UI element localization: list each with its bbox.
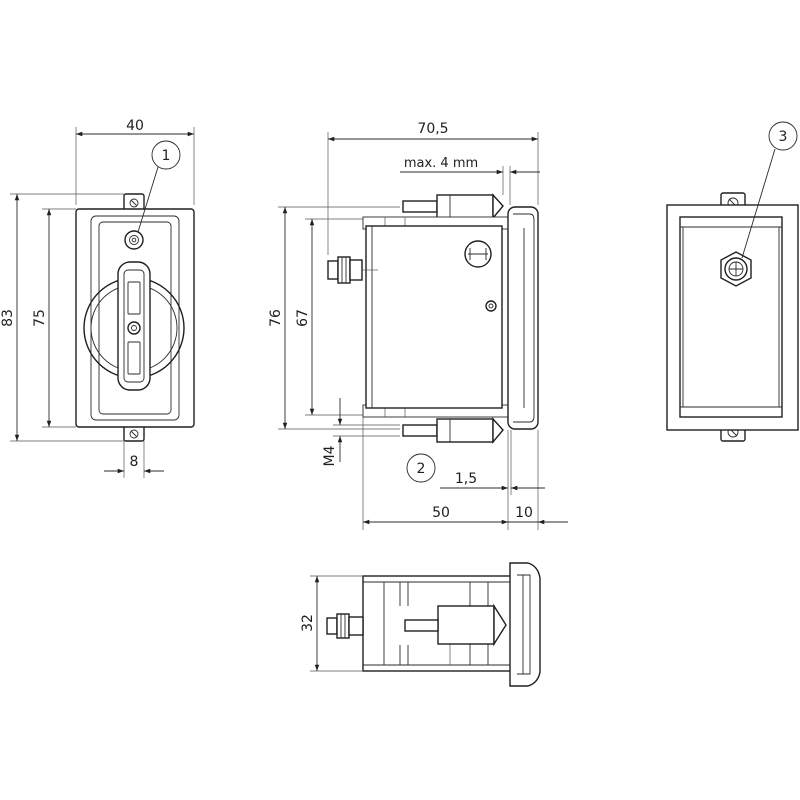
dim-side-max-protrusion: max. 4 mm — [404, 156, 478, 171]
dim-side-thread: M4 — [322, 445, 338, 466]
dim-front-height-total: 83 — [0, 309, 16, 327]
dim-side-height-outer: 76 — [268, 309, 284, 327]
dim-side-offset: 1,5 — [455, 471, 477, 487]
dim-front-height-inner: 75 — [32, 309, 48, 327]
dim-side-height-inner: 67 — [295, 309, 311, 327]
dim-front-detail: 8 — [130, 454, 139, 470]
rear-view: 3 — [666, 121, 799, 442]
dim-bottom-height: 32 — [300, 614, 316, 632]
front-view: 40 83 75 8 1 — [0, 118, 195, 478]
callout-front: 1 — [162, 148, 171, 164]
dim-side-flange-length: 10 — [515, 505, 533, 521]
dim-front-width: 40 — [126, 118, 144, 134]
dim-side-width-total: 70,5 — [417, 121, 448, 137]
callout-rear: 3 — [779, 129, 788, 145]
callout-side: 2 — [417, 461, 426, 477]
side-view: 70,5 max. 4 mm 76 67 M4 1,5 — [268, 121, 568, 530]
bottom-view: 32 — [300, 562, 541, 687]
dim-side-body-length: 50 — [432, 505, 450, 521]
